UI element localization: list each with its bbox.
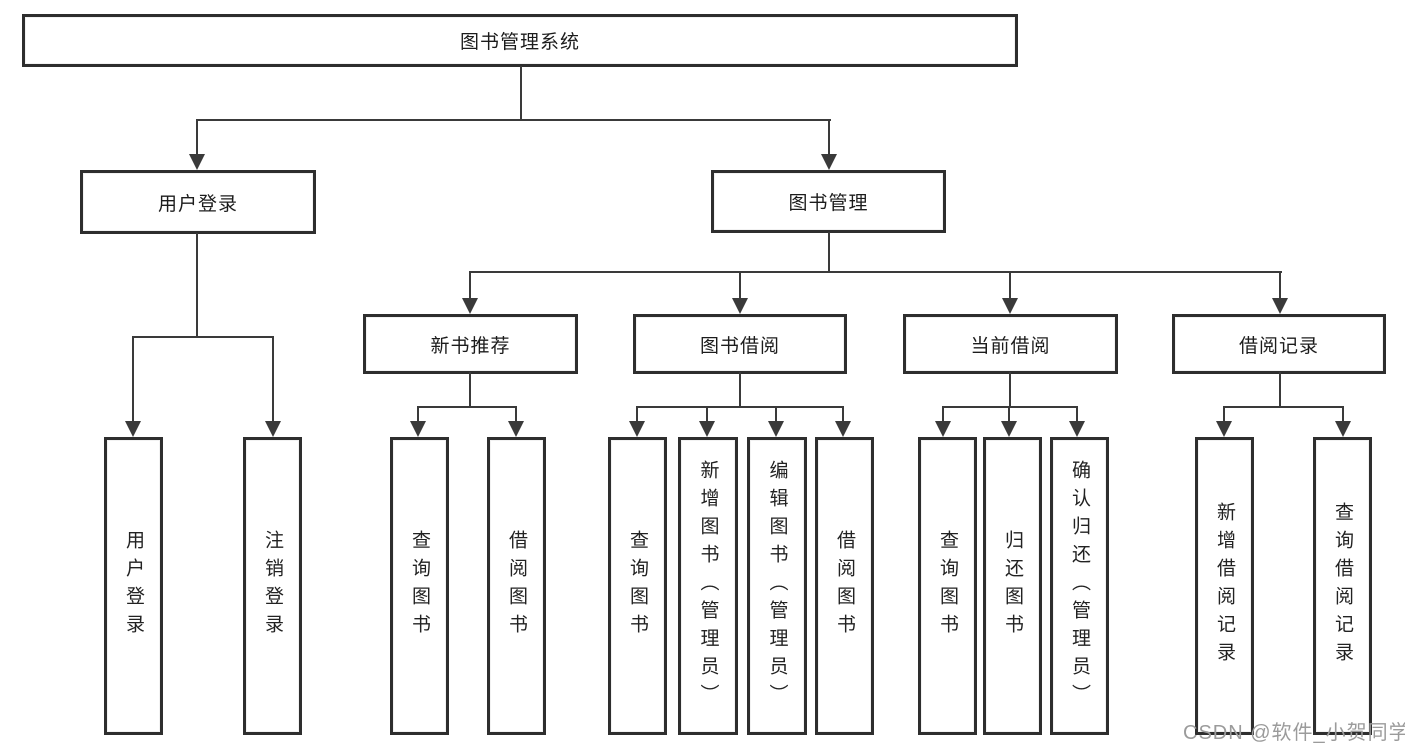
- node-user-login: 用户登录: [80, 170, 316, 234]
- node-label: 当前借阅: [970, 335, 1051, 357]
- connector-line: [1009, 271, 1011, 300]
- node-current-borrow: 当前借阅: [903, 314, 1118, 374]
- connector-line: [1279, 271, 1281, 300]
- leaf-current-query-books: 查询图书: [918, 437, 977, 735]
- connector-line: [196, 119, 831, 121]
- leaf-edit-books-admin: 编辑图书（管理员）: [747, 437, 807, 735]
- leaf-borrow-books: 借阅图书: [815, 437, 874, 735]
- leaf-query-borrow-record: 查询借阅记录: [1313, 437, 1372, 735]
- node-label: 注销登录: [262, 530, 283, 642]
- leaf-return-books: 归还图书: [983, 437, 1042, 735]
- leaf-confirm-return-admin: 确认归还（管理员）: [1050, 437, 1109, 735]
- arrow-down-icon: [265, 421, 281, 437]
- leaf-add-books-admin: 新增图书（管理员）: [678, 437, 738, 735]
- arrow-down-icon: [1002, 298, 1018, 314]
- connector-line: [1009, 372, 1011, 407]
- connector-line: [1076, 406, 1078, 423]
- arrow-down-icon: [125, 421, 141, 437]
- connector-line: [469, 372, 471, 407]
- arrow-down-icon: [1069, 421, 1085, 437]
- arrow-down-icon: [462, 298, 478, 314]
- connector-line: [775, 406, 777, 423]
- connector-line: [132, 336, 274, 338]
- connector-line: [1008, 406, 1010, 423]
- watermark: CSDN @软件_小贺同学: [1183, 722, 1405, 744]
- arrow-down-icon: [699, 421, 715, 437]
- connector-line: [828, 232, 830, 273]
- leaf-recommend-query-books: 查询图书: [390, 437, 449, 735]
- connector-line: [1223, 406, 1344, 408]
- node-label: 用户登录: [123, 530, 144, 642]
- arrow-down-icon: [835, 421, 851, 437]
- connector-line: [828, 119, 830, 157]
- arrow-down-icon: [821, 154, 837, 170]
- node-label: 图书管理: [788, 193, 869, 214]
- connector-line: [469, 271, 471, 300]
- node-label: 用户登录: [157, 193, 238, 215]
- connector-line: [469, 271, 1282, 273]
- arrow-down-icon: [1272, 298, 1288, 314]
- node-book-borrow: 图书借阅: [633, 314, 847, 374]
- node-library-system: 图书管理系统: [22, 14, 1018, 67]
- leaf-logout: 注销登录: [243, 437, 302, 735]
- arrow-down-icon: [629, 421, 645, 437]
- node-new-book-recommend: 新书推荐: [363, 314, 578, 374]
- connector-line: [842, 406, 844, 423]
- node-label: 查询借阅记录: [1332, 502, 1353, 670]
- leaf-borrow-query-books: 查询图书: [608, 437, 667, 735]
- node-label: 新增图书（管理员）: [697, 460, 719, 712]
- node-label: 查询图书: [409, 530, 430, 642]
- connector-line: [739, 372, 741, 407]
- connector-line: [1279, 372, 1281, 407]
- connector-line: [942, 406, 944, 423]
- connector-line: [942, 406, 1078, 408]
- leaf-recommend-borrow-books: 借阅图书: [487, 437, 546, 735]
- connector-line: [1223, 406, 1225, 423]
- connector-line: [132, 336, 134, 423]
- arrow-down-icon: [732, 298, 748, 314]
- arrow-down-icon: [935, 421, 951, 437]
- connector-line: [739, 271, 741, 300]
- node-book-management: 图书管理: [711, 170, 946, 233]
- connector-line: [515, 406, 517, 423]
- connector-line: [196, 233, 198, 337]
- arrow-down-icon: [410, 421, 426, 437]
- node-label: 编辑图书（管理员）: [766, 460, 788, 712]
- leaf-add-borrow-record: 新增借阅记录: [1195, 437, 1254, 735]
- arrow-down-icon: [1001, 421, 1017, 437]
- node-label: 借阅记录: [1238, 335, 1319, 357]
- connector-line: [417, 406, 517, 408]
- node-label: 查询图书: [937, 530, 958, 642]
- node-label: 借阅图书: [834, 530, 855, 642]
- connector-line: [636, 406, 638, 423]
- node-label: 借阅图书: [506, 530, 527, 642]
- node-borrow-records: 借阅记录: [1172, 314, 1386, 374]
- node-label: 归还图书: [1002, 530, 1023, 642]
- arrow-down-icon: [189, 154, 205, 170]
- arrow-down-icon: [768, 421, 784, 437]
- connector-line: [706, 406, 708, 423]
- node-label: 查询图书: [627, 530, 648, 642]
- connector-line: [196, 119, 198, 157]
- connector-line: [417, 406, 419, 423]
- arrow-down-icon: [1216, 421, 1232, 437]
- node-label: 新书推荐: [430, 335, 511, 357]
- connector-line: [520, 66, 522, 121]
- node-label: 新增借阅记录: [1214, 502, 1235, 670]
- connector-line: [1342, 406, 1344, 423]
- leaf-user-login: 用户登录: [104, 437, 163, 735]
- node-label: 确认归还（管理员）: [1069, 460, 1090, 712]
- connector-line: [636, 406, 844, 408]
- arrow-down-icon: [508, 421, 524, 437]
- connector-line: [272, 336, 274, 423]
- node-label: 图书借阅: [699, 335, 780, 357]
- arrow-down-icon: [1335, 421, 1351, 437]
- node-label: 图书管理系统: [459, 32, 580, 53]
